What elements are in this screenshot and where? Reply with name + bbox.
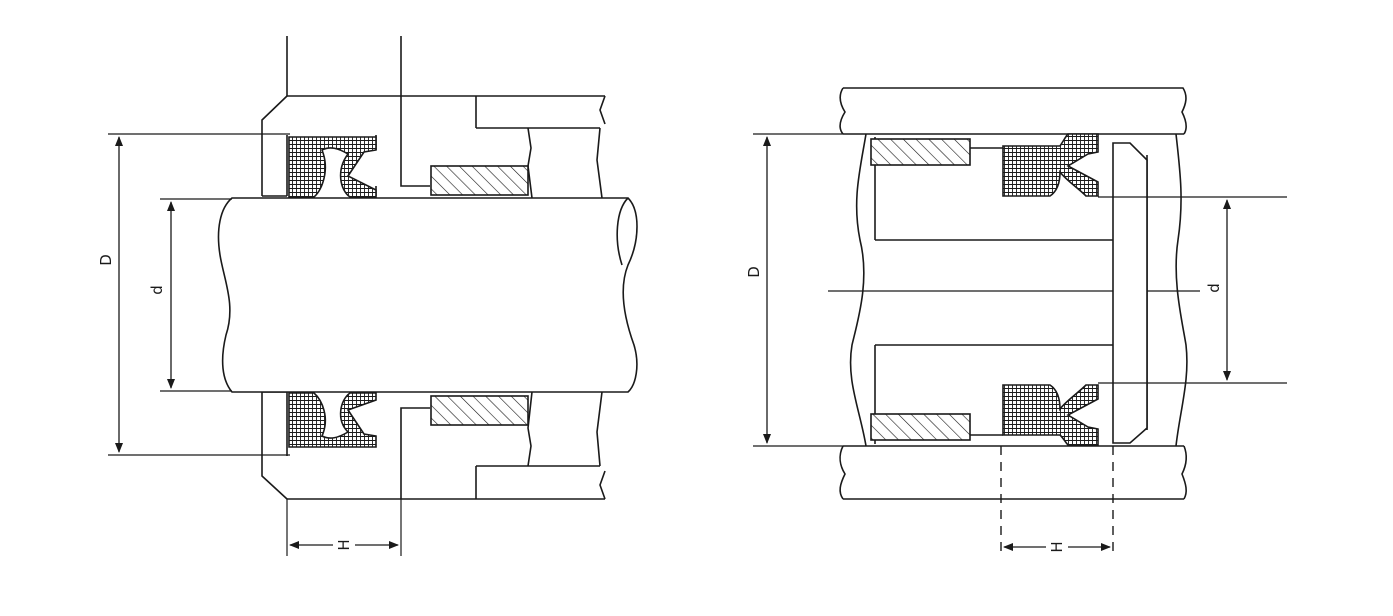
left-rod xyxy=(217,197,638,393)
right-lower-guide-ring xyxy=(870,413,971,441)
right-inner-diameter-label: d xyxy=(1205,283,1223,293)
left-upper-u-seal xyxy=(288,136,377,198)
right-upper-guide-ring xyxy=(870,138,971,166)
right-drawing: D d H xyxy=(745,87,1287,556)
left-housing xyxy=(261,36,606,500)
right-retaining-ring xyxy=(1112,142,1148,444)
right-outer-diameter-label: D xyxy=(745,266,763,278)
left-outer-diameter-label: D xyxy=(97,254,115,266)
left-lower-guide-ring xyxy=(430,395,529,426)
right-upper-u-seal xyxy=(1002,133,1099,197)
right-height-label: H xyxy=(1048,541,1066,552)
right-lower-u-seal xyxy=(1002,384,1099,446)
left-height-label: H xyxy=(335,539,353,550)
left-inner-diameter-label: d xyxy=(148,285,166,295)
left-upper-guide-ring xyxy=(430,165,529,196)
left-lower-u-seal xyxy=(288,392,377,448)
left-drawing: D d H xyxy=(97,36,638,556)
